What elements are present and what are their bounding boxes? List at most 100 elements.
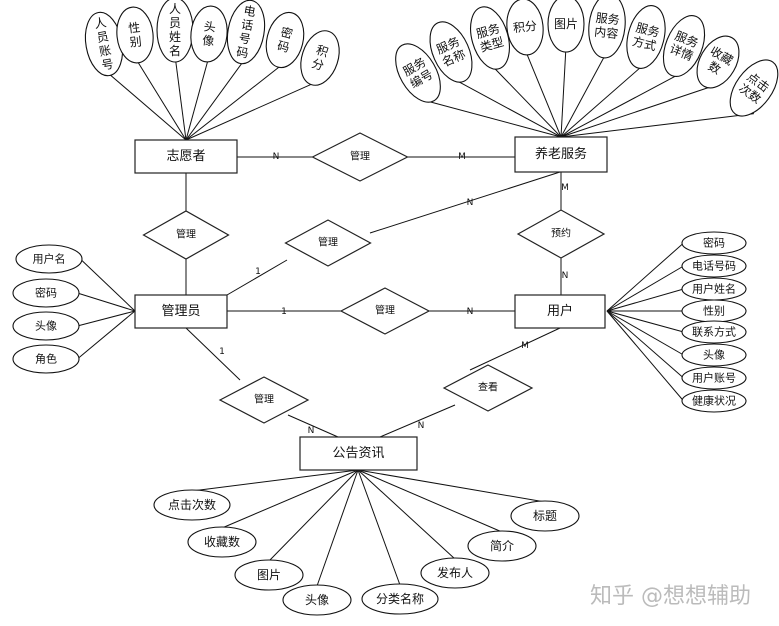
- attribute-label: 头像: [35, 320, 57, 333]
- notice-attribute: 发布人: [420, 557, 490, 589]
- relationship-admin_vol: 管理: [142, 210, 230, 260]
- relationship-line: [185, 327, 241, 381]
- cardinality-label: 1: [255, 267, 261, 277]
- attribute-line: [191, 469, 359, 492]
- attribute-label: 积分: [512, 19, 537, 35]
- attribute-ellipse: [12, 311, 80, 341]
- entity-box: [514, 294, 606, 329]
- entity-box: [514, 136, 608, 173]
- attribute-label: 用户姓名: [692, 282, 736, 296]
- attribute-ellipse: [681, 366, 747, 390]
- relationship-line: [369, 171, 561, 234]
- notice-attribute: 分类名称: [361, 583, 439, 615]
- attribute-line: [134, 57, 187, 141]
- cardinality-label: 1: [281, 307, 287, 317]
- relationship-label: 管理: [350, 150, 370, 163]
- notice-attribute: 标题: [510, 500, 580, 532]
- relationship-user_service: 预约: [516, 209, 606, 259]
- attribute-label: 健康状况: [692, 394, 736, 408]
- attribute-label: 收藏数: [204, 534, 240, 549]
- attribute-label: 内容: [594, 24, 619, 41]
- user-attribute: 头像: [681, 343, 747, 367]
- attribute-label: 分类名称: [376, 591, 424, 606]
- attribute-label: 账: [98, 43, 112, 59]
- attribute-label: 人: [93, 15, 107, 31]
- relationship-diamond: [339, 287, 431, 335]
- attribute-line: [606, 242, 684, 312]
- attribute-ellipse: [282, 584, 352, 616]
- entity-label: 用户: [547, 303, 573, 319]
- attribute-label: 话: [240, 17, 254, 33]
- attribute-ellipse: [681, 389, 747, 413]
- volunteer-attribute: 电话号码: [226, 0, 266, 65]
- cardinality-label: N: [467, 307, 474, 317]
- attribute-line: [185, 56, 210, 141]
- attribute-line: [221, 469, 359, 529]
- attribute-label: 码: [276, 39, 291, 55]
- relationship-diamond: [442, 364, 534, 412]
- attribute-label: 角色: [35, 352, 57, 366]
- attribute-label: 类型: [478, 35, 505, 55]
- cardinality-label: M: [521, 341, 529, 351]
- user-attribute: 性别: [681, 299, 747, 323]
- attribute-label: 头像: [305, 593, 329, 607]
- attribute-ellipse: [696, 35, 740, 89]
- attribute-line: [77, 310, 136, 360]
- entity-user: 用户: [514, 294, 606, 329]
- attribute-line: [489, 63, 562, 138]
- entity-service: 养老服务: [514, 136, 608, 173]
- attribute-ellipse: [12, 278, 80, 308]
- relationship-vol_service: 管理: [311, 132, 409, 182]
- user-attribute: 电话号码: [681, 254, 747, 278]
- attribute-label: 发布人: [437, 565, 473, 580]
- attribute-label: 头: [203, 19, 216, 34]
- attribute-line: [606, 310, 684, 402]
- attribute-ellipse: [681, 343, 747, 367]
- attribute-label: 性别: [703, 304, 725, 318]
- attribute-ellipse: [510, 500, 580, 532]
- attribute-line: [185, 62, 286, 141]
- relationship-line: [469, 327, 561, 371]
- attribute-line: [560, 62, 647, 138]
- admin-attribute: 角色: [12, 344, 80, 374]
- attribute-label: 服务: [595, 10, 620, 27]
- attribute-ellipse: [506, 0, 544, 56]
- attribute-line: [606, 265, 684, 312]
- attribute-ellipse: [681, 320, 747, 344]
- attribute-line: [174, 55, 187, 141]
- attribute-ellipse: [729, 59, 779, 117]
- attribute-label: 服务: [634, 20, 661, 40]
- attribute-line: [560, 51, 608, 138]
- admin-attribute: 头像: [12, 311, 80, 341]
- attribute-label: 图片: [554, 17, 578, 31]
- attribute-label: 名: [169, 43, 181, 58]
- attribute-label: 简介: [490, 539, 514, 553]
- attribute-ellipse: [15, 244, 83, 274]
- relationship-diamond: [516, 209, 606, 259]
- relationship-diamond: [218, 376, 310, 424]
- attribute-ellipse: [681, 231, 747, 255]
- attribute-line: [185, 79, 321, 141]
- relationship-line: [379, 404, 456, 438]
- attribute-label: 电: [243, 3, 257, 19]
- relationship-diamond: [284, 219, 372, 267]
- cardinality-label: M: [561, 183, 569, 193]
- cardinality-label: N: [273, 152, 280, 162]
- entity-label: 志愿者: [166, 149, 205, 164]
- relationship-diamond: [142, 210, 230, 260]
- cardinality-label: M: [458, 152, 466, 162]
- attribute-line: [357, 469, 546, 503]
- attribute-line: [560, 83, 719, 138]
- entity-box: [134, 139, 238, 174]
- relationship-user_notice: 查看: [442, 364, 534, 412]
- attribute-label: 用户名: [33, 252, 66, 266]
- attribute-ellipse: [420, 557, 490, 589]
- service-attribute: 积分: [506, 0, 544, 56]
- relationship-line: [287, 414, 339, 438]
- entity-label: 养老服务: [535, 146, 587, 162]
- entity-volunteer: 志愿者: [134, 139, 238, 174]
